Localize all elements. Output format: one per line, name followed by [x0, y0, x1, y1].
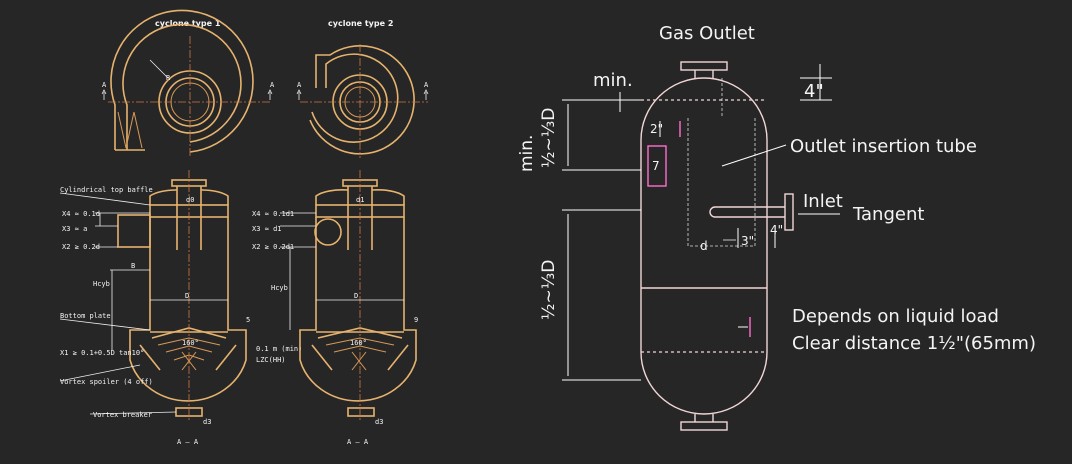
- label-x2-2: X2 ≥ 0.2d1: [252, 243, 294, 251]
- clear-distance-label: Clear distance 1½"(65mm): [792, 333, 1036, 354]
- section-marker-2b: A: [424, 81, 429, 89]
- min-top-label: min.: [593, 70, 633, 91]
- label-x3-2: X3 ≈ d1: [252, 225, 282, 233]
- section-label-2: A – A: [347, 438, 369, 446]
- gas-outlet-label: Gas Outlet: [659, 23, 755, 44]
- label-d0: d0: [186, 196, 194, 204]
- label-x1: X1 ≥ 0.1+0.5D tan10°: [60, 349, 144, 357]
- label-d1: d1: [356, 196, 364, 204]
- dim-3in-label: 3": [741, 234, 754, 248]
- cyclone-type-1-title: cyclone type 1: [155, 19, 221, 28]
- cyclone-type-2-title: cyclone type 2: [328, 19, 393, 28]
- dim-d-label: d: [700, 239, 708, 253]
- label-d3-1: d3: [203, 418, 211, 426]
- section-label-1: A – A: [177, 438, 199, 446]
- vessel-shell: [640, 77, 768, 415]
- dim-4in-b-label: 4": [770, 223, 783, 237]
- tangent-label: Tangent: [852, 204, 924, 225]
- label-lzc: LZC(HH): [256, 356, 286, 364]
- cyclone-type-2-section: X4 ≈ 0.1d1 X3 ≈ d1 X2 ≥ 0.2d1 Hcyb D d1 …: [252, 170, 418, 446]
- outlet-insertion-tube-label: Outlet insertion tube: [790, 136, 977, 157]
- dim-2in-label: 2": [650, 122, 663, 136]
- label-vortex-spoiler: Vortex spoiler (4 off): [60, 378, 153, 386]
- label-top-baffle: Cylindrical top baffle: [60, 186, 153, 194]
- label-b: B: [131, 262, 135, 270]
- label-d3-2: d3: [375, 418, 383, 426]
- cyclone-drawings: cyclone type 1 cyclone type 2 R A A: [59, 9, 429, 446]
- inlet-nozzle: [709, 206, 785, 218]
- label-5: 5: [246, 316, 250, 324]
- separator-vessel-drawing: Gas Outlet min. 4" 2" 7 Outlet insertion…: [517, 23, 1036, 431]
- cyclone-type-2-top-view: A A: [296, 44, 429, 158]
- section-marker-1b: A: [270, 81, 275, 89]
- label-vortex-breaker: Vortex breaker: [93, 411, 152, 419]
- ratio-bottom-label: ½~⅓D: [539, 260, 559, 320]
- label-bottom-plate: Bottom plate: [60, 312, 111, 320]
- label-diameter-1: D: [185, 292, 189, 300]
- marker-7: [647, 145, 667, 187]
- label-gap: 0.1 m (min): [256, 345, 302, 353]
- radius-label: R: [166, 74, 171, 82]
- outlet-insertion-tube: [687, 118, 756, 247]
- section-marker-2a: A: [297, 81, 302, 89]
- label-hcyb-2: Hcyb: [271, 284, 288, 292]
- label-9: 9: [414, 316, 418, 324]
- label-diameter-2: D: [354, 292, 358, 300]
- label-7: 7: [652, 159, 660, 173]
- label-hcyb-1: Hcyb: [93, 280, 110, 288]
- cyclone-type-1-top-view: R A A: [101, 9, 275, 158]
- cyclone-type-1-section: Cylindrical top baffle X4 ≈ 0.1d X3 ≈ a …: [59, 170, 302, 446]
- label-angle-2: 160°: [350, 339, 367, 347]
- label-x4-2: X4 ≈ 0.1d1: [252, 210, 294, 218]
- label-x2: X2 ≥ 0.2d: [62, 243, 100, 251]
- inlet-label: Inlet: [803, 191, 843, 212]
- label-x3: X3 ≈ a: [62, 225, 87, 233]
- min-vertical-label: min.: [517, 135, 537, 172]
- label-x4: X4 ≈ 0.1d: [62, 210, 100, 218]
- section-marker-1a: A: [102, 81, 107, 89]
- label-angle-1: 160°: [182, 339, 199, 347]
- ratio-top-label: ½~⅓D: [539, 108, 559, 168]
- gas-outlet-flange: [680, 61, 728, 71]
- liquid-load-label: Depends on liquid load: [792, 306, 999, 327]
- dim-4in-label: 4": [804, 81, 824, 102]
